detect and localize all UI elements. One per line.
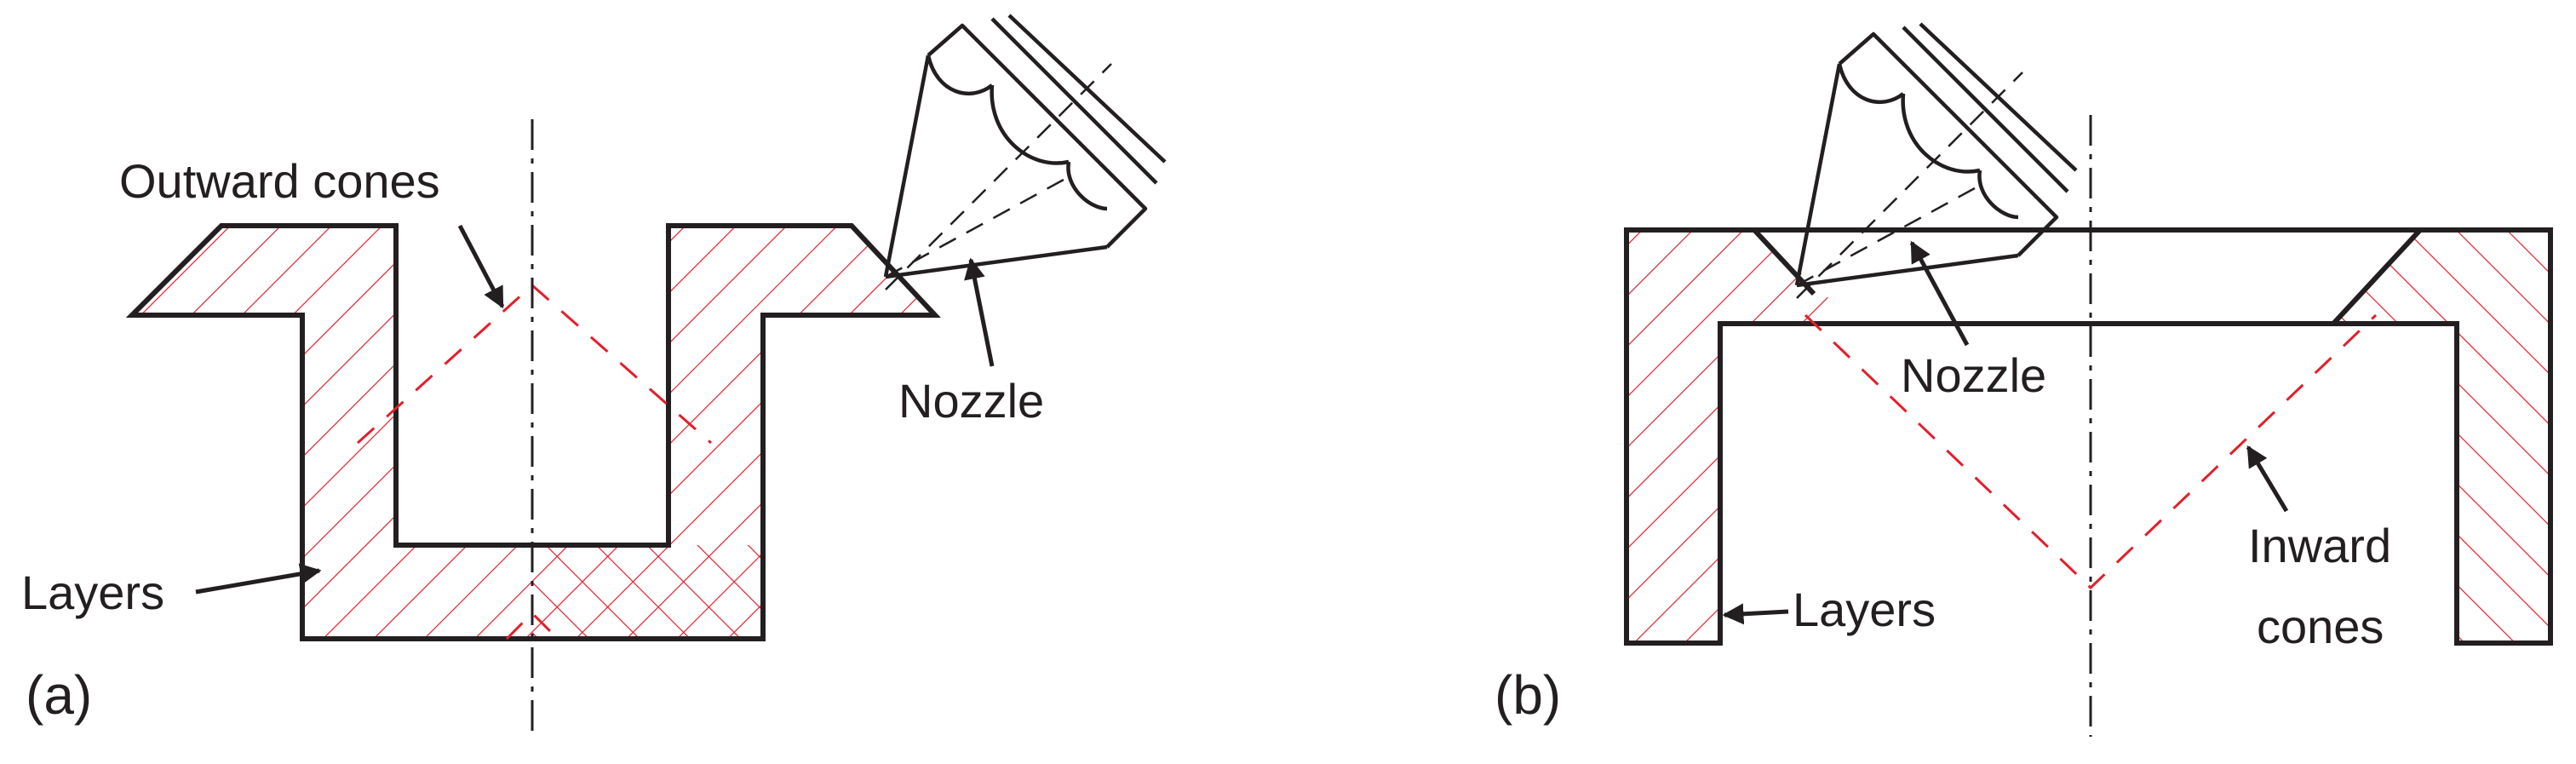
outward-cone-bottom	[505, 611, 559, 640]
label-layers-a: Layers	[21, 566, 164, 619]
part-b-left-hatch	[1626, 230, 1856, 643]
outward-cone	[356, 283, 712, 445]
part-b-outline	[1624, 227, 2553, 646]
label-nozzle-b: Nozzle	[1901, 348, 2046, 402]
inward-cone	[1804, 313, 2378, 590]
arrow-layers-b	[1722, 603, 1789, 625]
label-outward-cones: Outward cones	[119, 154, 440, 208]
panel-letter-b: (b)	[1495, 664, 1561, 726]
part-a-bottom-hatch	[532, 545, 763, 639]
label-inward-line2: cones	[2257, 600, 2384, 653]
arrow-inward-cones	[2246, 445, 2289, 513]
arrow-nozzle-b	[1909, 240, 1970, 347]
panel-a: Outward cones Nozzle Layers (a)	[21, 14, 1167, 732]
label-inward-line1: Inward	[2248, 519, 2391, 572]
part-b-right-hatch	[2333, 230, 2550, 643]
panel-b: Nozzle Layers Inward cones (b)	[1495, 22, 2553, 737]
part-b-right-bevel	[2331, 227, 2423, 326]
nozzle-a	[883, 14, 1167, 290]
part-a-hatched-body	[132, 226, 935, 639]
label-nozzle-a: Nozzle	[898, 374, 1044, 428]
panel-letter-a: (a)	[26, 664, 92, 726]
nozzle-b	[1794, 22, 2078, 299]
arrow-nozzle-a	[964, 257, 995, 367]
arrow-outward-cones	[457, 224, 505, 309]
part-a-outline	[125, 223, 941, 641]
arrow-layers-a	[195, 563, 322, 595]
label-layers-b: Layers	[1793, 583, 1936, 636]
